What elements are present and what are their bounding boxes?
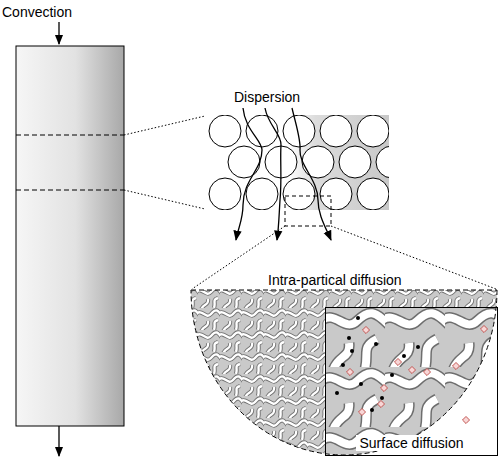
convection-arrow [58,22,59,44]
free-molecules [346,325,487,423]
porous-particle [191,290,498,460]
zoom-line [124,190,205,209]
particle-label: Intra-partical diffusion [268,272,402,288]
porous-particle-zoom [325,307,497,455]
column [16,46,124,426]
particle-edge [191,290,497,291]
section-line [16,190,124,191]
outlet-arrow [58,426,59,456]
section-line [16,135,124,136]
bed-label: Dispersion [234,89,300,105]
adsorbed-molecules [335,316,420,412]
particle-zoom-box [285,196,331,226]
particle-edge [191,290,497,455]
box-title: Surface diffusion [356,435,466,451]
zoom-line [124,116,205,135]
flow-arrows [236,108,331,240]
flow-label: Convection [2,4,72,20]
zoom-box: Surface diffusion [325,307,498,456]
